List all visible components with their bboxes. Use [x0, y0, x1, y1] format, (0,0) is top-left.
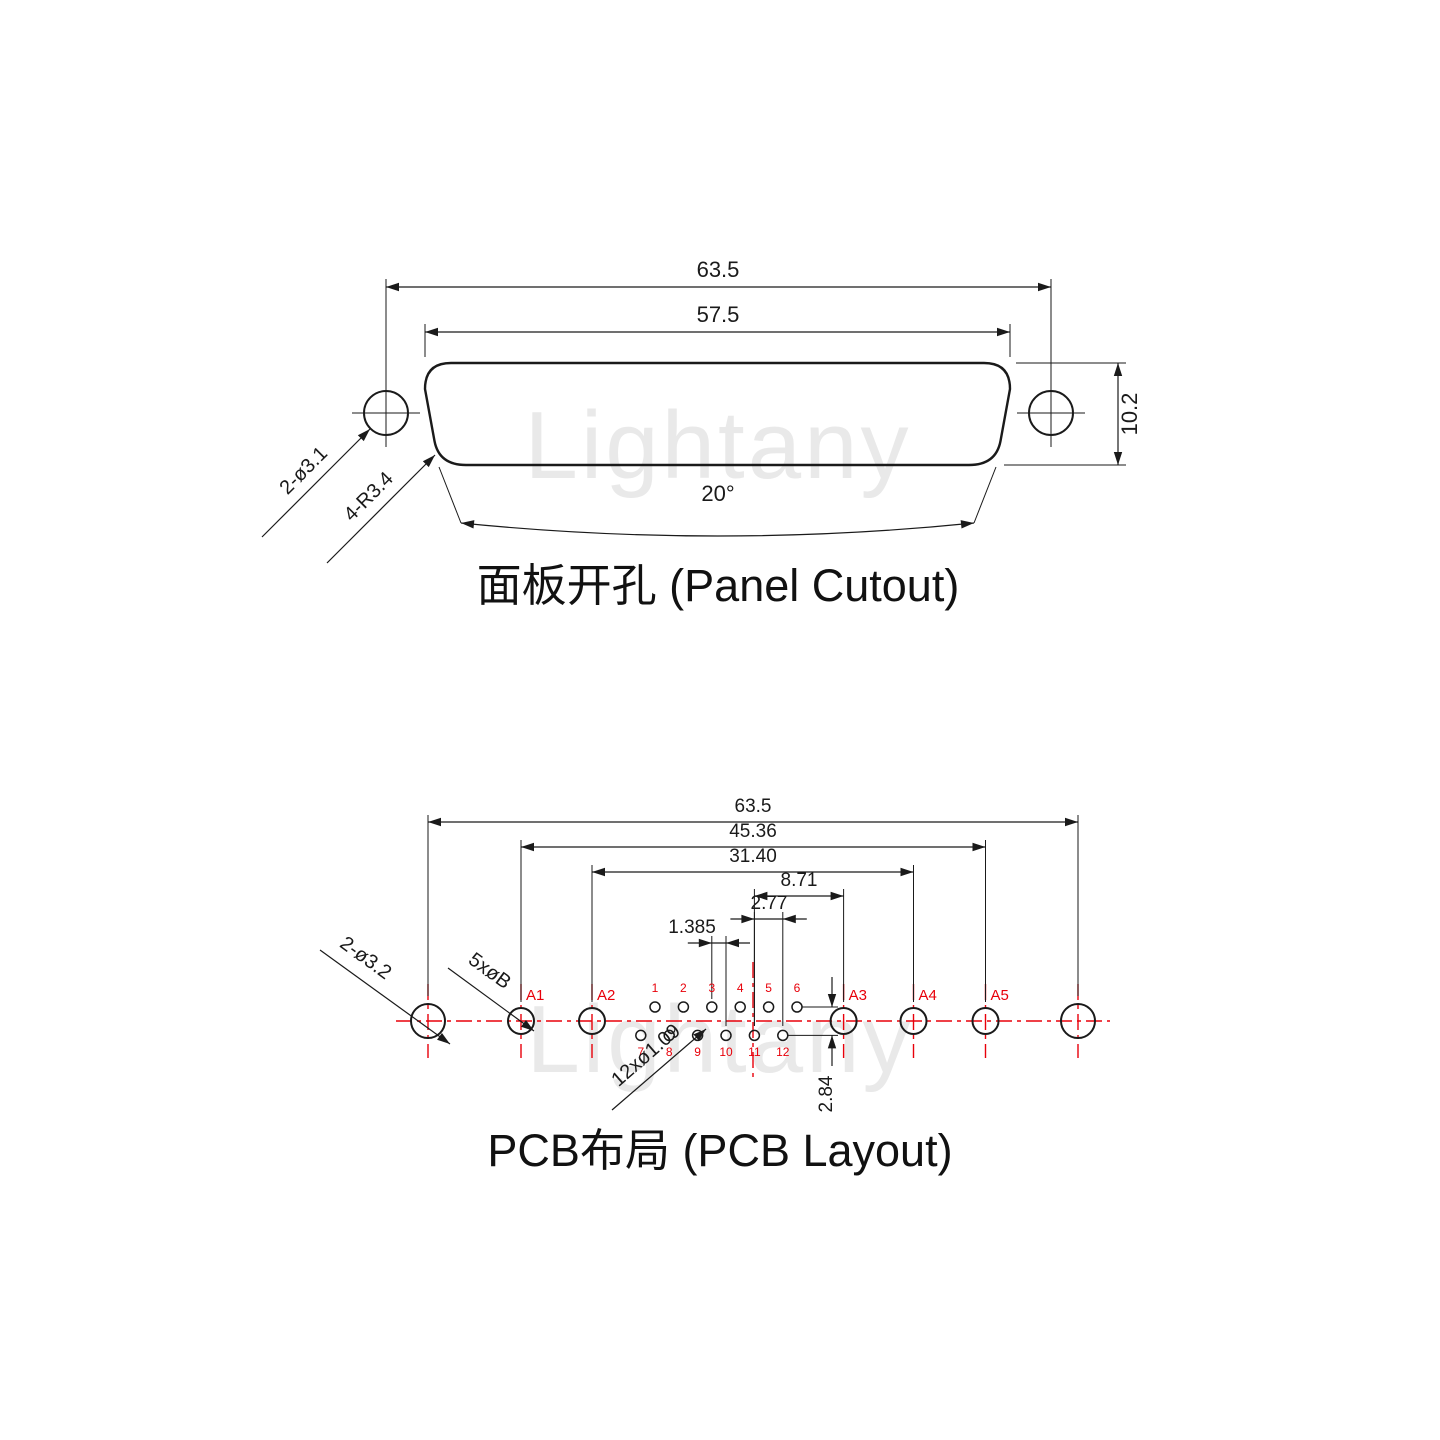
pcb-big-hole-a3 [829, 1007, 858, 1035]
panel-label-holes: 2-ø3.1 [276, 443, 332, 499]
pcb-dim-pitch-arrow-left [741, 914, 755, 924]
pcb-dim-a1-a5-text: 45.36 [729, 821, 777, 842]
pcb-dim-a2-a4-arrow-right [900, 867, 914, 877]
pcb-dim-rowgap-arrow-top [827, 994, 837, 1007]
pcb-dim-a1-a5-arrow-left [521, 842, 534, 852]
pcb-dim-pin-a3-arrow-left [754, 891, 768, 901]
panel-dim-10-arrow-bottom [1113, 452, 1123, 465]
panel-dim-57-arrow-left [425, 327, 438, 337]
pcb-pin-2 [677, 1001, 690, 1013]
pcb-big-hole-label-a2: A2 [597, 987, 615, 1004]
pcb-big-hole-a2 [578, 1007, 606, 1035]
pcb-dim-a2-a4-arrow-left [592, 867, 605, 877]
pcb-label-big: 5xøB [464, 949, 515, 994]
pcb-pin-7 [635, 1029, 647, 1042]
panel-dim-10-text: 10.2 [1117, 393, 1142, 436]
panel-angle-arrow-left [461, 520, 475, 529]
pcb-pin-number-5: 5 [765, 981, 772, 995]
pcb-dim-pin-a3-arrow-right [830, 891, 844, 901]
pcb-mount-hole-1 [410, 1003, 446, 1039]
pcb-leader-small [611, 1028, 707, 1111]
pcb-dim-half-pitch-text: 1.385 [668, 917, 716, 938]
pcb-pin-5 [762, 1001, 775, 1013]
panel-cutout-outline [423, 361, 1012, 467]
panel-angle-arc [460, 522, 975, 537]
pcb-pin-number-9: 9 [694, 1045, 701, 1059]
pcb-pin-9 [691, 1029, 704, 1042]
pcb-dim-half-pitch-arrow-right [726, 938, 739, 948]
pcb-dim-overall-text: 63.5 [735, 796, 772, 817]
panel-dim-63-arrow-right [1038, 282, 1051, 292]
pcb-dim-a2-a4-text: 31.40 [729, 846, 777, 867]
panel-dim-57-arrow-right [997, 327, 1010, 337]
pcb-dim-a1-a5-arrow-right [972, 842, 986, 852]
pcb-leader-big [447, 967, 535, 1032]
panel-leader-holes [261, 428, 371, 538]
watermark-top: Lightany [525, 392, 912, 499]
pcb-big-hole-a5 [971, 1007, 1000, 1035]
pcb-dim-overall-arrow-right [1065, 817, 1078, 827]
pcb-pin-1 [649, 1001, 661, 1013]
pcb-pin-3 [706, 1001, 718, 1013]
pcb-big-hole-label-a5: A5 [991, 987, 1009, 1004]
pcb-pin-10 [720, 1029, 732, 1042]
panel-leader-corner-arrow [422, 455, 435, 468]
panel-dim-63-text: 63.5 [697, 257, 740, 282]
pcb-pin-number-4: 4 [737, 981, 744, 995]
panel-dim-57-text: 57.5 [697, 302, 740, 327]
pcb-pin-number-10: 10 [719, 1045, 733, 1059]
pcb-pin-number-12: 12 [776, 1045, 790, 1059]
pcb-pin-number-8: 8 [666, 1045, 673, 1059]
pcb-pin-number-6: 6 [794, 981, 801, 995]
pcb-pin-number-3: 3 [708, 981, 715, 995]
pcb-dim-rowgap-text: 2.84 [816, 1075, 837, 1112]
pcb-pin-4 [734, 1001, 746, 1013]
pcb-pin-number-11: 11 [748, 1045, 761, 1059]
panel-angle-ext-right [973, 466, 997, 524]
panel-dim-10-arrow-top [1113, 363, 1123, 376]
pcb-mount-hole-2 [1060, 1003, 1096, 1039]
panel-leader-holes-arrow [357, 429, 370, 442]
pcb-label-mount: 2-ø3.2 [336, 932, 396, 984]
pcb-pin-12 [777, 1029, 789, 1042]
watermark-bottom: Lightany [527, 986, 914, 1093]
pcb-big-hole-a1 [507, 1007, 535, 1035]
pcb-dim-rowgap-arrow-bottom [827, 1035, 837, 1049]
panel-label-corner: 4-R3.4 [340, 468, 398, 526]
pcb-dim-pitch-arrow-right [782, 914, 796, 924]
panel-title: 面板开孔 (Panel Cutout) [477, 560, 960, 611]
pcb-leader-big-arrow [521, 1019, 534, 1031]
pcb-title: PCB布局 (PCB Layout) [487, 1125, 952, 1176]
pcb-leader-small-arrow [693, 1029, 706, 1041]
pcb-pin-number-2: 2 [680, 981, 687, 995]
pcb-big-hole-label-a1: A1 [526, 987, 544, 1004]
pcb-dim-overall-arrow-left [428, 817, 441, 827]
pcb-big-hole-label-a3: A3 [849, 987, 867, 1004]
pcb-dim-pin-a3-text: 8.71 [781, 870, 818, 891]
panel-angle-ext-left [438, 466, 462, 524]
pcb-big-hole-label-a4: A4 [919, 987, 937, 1004]
pcb-pin-number-1: 1 [652, 981, 659, 995]
panel-dim-63-arrow-left [386, 282, 399, 292]
pcb-leader-mount-arrow [437, 1032, 450, 1044]
pcb-pin-8 [663, 1029, 675, 1042]
pcb-pin-number-7: 7 [637, 1045, 644, 1059]
pcb-pin-11 [748, 1029, 761, 1042]
panel-leader-corner [326, 454, 436, 564]
panel-angle-arrow-right [960, 520, 974, 529]
pcb-leader-mount [319, 949, 451, 1045]
pcb-big-hole-a4 [899, 1007, 928, 1035]
panel-dim-angle-text: 20° [701, 481, 734, 506]
pcb-dim-pitch-text: 2.77 [751, 893, 788, 914]
pcb-dim-half-pitch-arrow-left [698, 938, 712, 948]
